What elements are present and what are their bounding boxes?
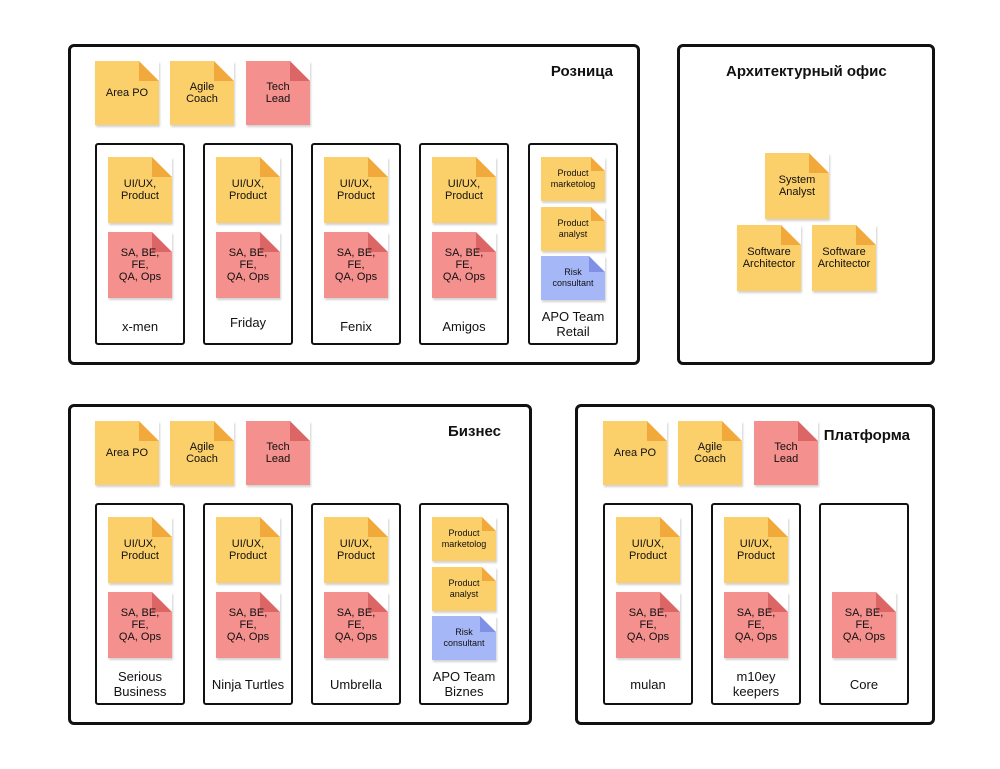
- team-name: Serious Business: [113, 669, 167, 699]
- sticky-tech-lead[interactable]: Tech Lead: [246, 421, 310, 485]
- team-name: Fenix: [340, 319, 372, 334]
- group-platform: Платформа Area PO Agile Coach Tech Lead …: [575, 404, 935, 725]
- team-m10ey-keepers: UI/UX, Product SA, BE, FE, QA, Ops m10ey…: [711, 503, 801, 705]
- sticky-agile-coach[interactable]: Agile Coach: [678, 421, 742, 485]
- sticky-agile-coach[interactable]: Agile Coach: [170, 421, 234, 485]
- sticky-dev-roles[interactable]: SA, BE, FE, QA, Ops: [724, 592, 788, 658]
- team-name: APO Team Retail: [541, 309, 605, 339]
- team-name: m10ey keepers: [732, 669, 780, 699]
- sticky-ui-ux-product[interactable]: UI/UX, Product: [616, 517, 680, 583]
- sticky-risk-consultant[interactable]: Risk consultant: [541, 256, 605, 300]
- team-name: Umbrella: [329, 677, 382, 692]
- sticky-risk-consultant[interactable]: Risk consultant: [432, 616, 496, 660]
- group-title-platform: Платформа: [823, 427, 910, 444]
- sticky-dev-roles[interactable]: SA, BE, FE, QA, Ops: [108, 592, 172, 658]
- sticky-ui-ux-product[interactable]: UI/UX, Product: [432, 157, 496, 223]
- team-core: SA, BE, FE, QA, Ops Core: [819, 503, 909, 705]
- sticky-area-po[interactable]: Area PO: [95, 421, 159, 485]
- team-name: x-men: [121, 319, 159, 334]
- team-ninja-turtles: UI/UX, Product SA, BE, FE, QA, Ops Ninja…: [203, 503, 293, 705]
- group-arch-office: Архитектурный офис System Analyst Softwa…: [677, 44, 935, 365]
- group-title-arch-office: Архитектурный офис: [726, 63, 887, 80]
- group-title-business: Бизнес: [447, 423, 501, 440]
- team-x-men: UI/UX, Product SA, BE, FE, QA, Ops x-men: [95, 143, 185, 345]
- team-name: Ninja Turtles: [211, 677, 285, 692]
- team-friday: UI/UX, Product SA, BE, FE, QA, Ops Frida…: [203, 143, 293, 345]
- team-amigos: UI/UX, Product SA, BE, FE, QA, Ops Amigo…: [419, 143, 509, 345]
- sticky-area-po[interactable]: Area PO: [603, 421, 667, 485]
- group-title-retail: Розница: [550, 63, 613, 80]
- sticky-agile-coach[interactable]: Agile Coach: [170, 61, 234, 125]
- sticky-ui-ux-product[interactable]: UI/UX, Product: [724, 517, 788, 583]
- sticky-dev-roles[interactable]: SA, BE, FE, QA, Ops: [108, 232, 172, 298]
- sticky-area-po[interactable]: Area PO: [95, 61, 159, 125]
- sticky-ui-ux-product[interactable]: UI/UX, Product: [216, 157, 280, 223]
- team-name: mulan: [630, 677, 666, 692]
- sticky-ui-ux-product[interactable]: UI/UX, Product: [108, 157, 172, 223]
- sticky-tech-lead[interactable]: Tech Lead: [246, 61, 310, 125]
- sticky-software-architector[interactable]: Software Architector: [737, 225, 801, 291]
- team-name: Core: [849, 677, 879, 692]
- sticky-product-analyst[interactable]: Product analyst: [432, 567, 496, 611]
- sticky-dev-roles[interactable]: SA, BE, FE, QA, Ops: [216, 232, 280, 298]
- sticky-dev-roles[interactable]: SA, BE, FE, QA, Ops: [324, 592, 388, 658]
- sticky-software-architector[interactable]: Software Architector: [812, 225, 876, 291]
- group-retail: Розница Area PO Agile Coach Tech Lead UI…: [68, 44, 640, 365]
- team-umbrella: UI/UX, Product SA, BE, FE, QA, Ops Umbre…: [311, 503, 401, 705]
- team-name: Amigos: [442, 319, 486, 334]
- sticky-ui-ux-product[interactable]: UI/UX, Product: [216, 517, 280, 583]
- sticky-product-marketolog[interactable]: Product marketolog: [432, 517, 496, 561]
- team-mulan: UI/UX, Product SA, BE, FE, QA, Ops mulan: [603, 503, 693, 705]
- sticky-dev-roles[interactable]: SA, BE, FE, QA, Ops: [216, 592, 280, 658]
- group-business: Бизнес Area PO Agile Coach Tech Lead UI/…: [68, 404, 532, 725]
- team-fenix: UI/UX, Product SA, BE, FE, QA, Ops Fenix: [311, 143, 401, 345]
- sticky-ui-ux-product[interactable]: UI/UX, Product: [324, 517, 388, 583]
- team-apo-biznes: Product marketolog Product analyst Risk …: [419, 503, 509, 705]
- sticky-dev-roles[interactable]: SA, BE, FE, QA, Ops: [832, 592, 896, 658]
- sticky-dev-roles[interactable]: SA, BE, FE, QA, Ops: [432, 232, 496, 298]
- sticky-system-analyst[interactable]: System Analyst: [765, 153, 829, 219]
- team-serious-business: UI/UX, Product SA, BE, FE, QA, Ops Serio…: [95, 503, 185, 705]
- team-name: Friday: [229, 315, 267, 330]
- sticky-dev-roles[interactable]: SA, BE, FE, QA, Ops: [324, 232, 388, 298]
- sticky-ui-ux-product[interactable]: UI/UX, Product: [108, 517, 172, 583]
- team-apo-retail: Product marketolog Product analyst Risk …: [528, 143, 618, 345]
- sticky-ui-ux-product[interactable]: UI/UX, Product: [324, 157, 388, 223]
- sticky-product-marketolog[interactable]: Product marketolog: [541, 157, 605, 201]
- sticky-tech-lead[interactable]: Tech Lead: [754, 421, 818, 485]
- sticky-product-analyst[interactable]: Product analyst: [541, 207, 605, 251]
- team-name: APO Team Biznes: [432, 669, 496, 699]
- sticky-dev-roles[interactable]: SA, BE, FE, QA, Ops: [616, 592, 680, 658]
